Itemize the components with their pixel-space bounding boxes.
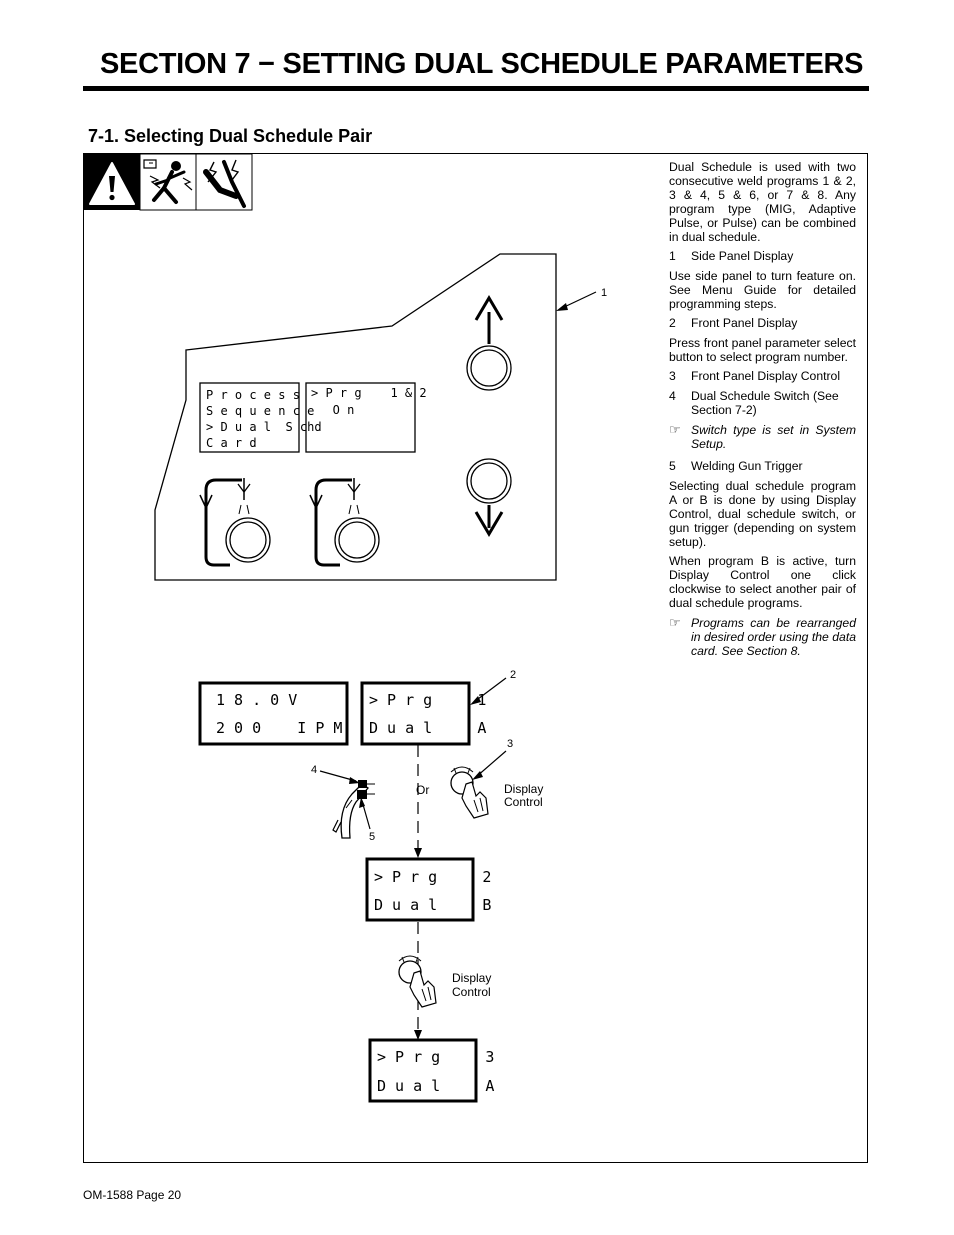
hand-icon [409, 970, 437, 1008]
item-2: 2 Front Panel Display [669, 316, 798, 330]
side-panel: P r o c e s s S e q u e n c e > D u a l … [154, 253, 607, 581]
display-control-knob-1[interactable] [450, 766, 489, 819]
side-panel-up-button[interactable] [466, 345, 512, 391]
wire-speed-display: 2 0 0 I P M [216, 719, 342, 737]
side-left-line-2: S e q u e n c e [206, 404, 314, 418]
welding-gun-icon[interactable] [332, 780, 375, 839]
item-5-text-2: When program B is active, turn Display C… [669, 554, 856, 610]
side-right-line-2: O n [311, 403, 354, 417]
safety-icons [84, 153, 253, 211]
display-control-label-1b: Control [504, 795, 543, 809]
callout-2: 2 [510, 669, 516, 681]
voltage-display: 1 8 . 0 V [216, 691, 297, 709]
display-control-label-2b: Control [452, 985, 491, 999]
pencil-note-icon: ☞ [669, 615, 681, 630]
dual-a-display: D u a l A [369, 719, 486, 737]
title-rule [83, 86, 869, 91]
page-footer: OM-1588 Page 20 [83, 1188, 182, 1202]
display-control-label-1a: Display [504, 782, 543, 796]
electric-shock-icon [143, 159, 193, 204]
program-2-display: > P r g 2 [374, 868, 491, 886]
intro-text: Dual Schedule is used with two consecuti… [669, 160, 856, 244]
warning-triangle-icon [89, 162, 135, 205]
item-5-text: Selecting dual schedule program A or B i… [669, 479, 856, 549]
side-panel-left-knob[interactable] [199, 478, 271, 567]
subsection-title: 7-1. Selecting Dual Schedule Pair [88, 126, 373, 146]
callout-4: 4 [311, 764, 317, 776]
display-control-knob-2[interactable] [398, 955, 437, 1008]
program-1-display: > P r g 1 [369, 691, 486, 709]
note-2: ☞ Programs can be rearranged in desired … [669, 615, 856, 659]
side-left-line-4: C a r d [206, 436, 257, 450]
item-4: 4 Dual Schedule Switch (See Section 7-2) [669, 389, 839, 417]
front-panel-displays: 1 8 . 0 V 2 0 0 I P M > P r g 1 D u a l … [198, 669, 543, 1103]
side-right-line-1: > P r g 1 & 2 [311, 386, 427, 400]
callout-1: 1 [601, 287, 607, 299]
item-3: 3 Front Panel Display Control [669, 369, 841, 383]
dual-b-display: D u a l B [374, 896, 491, 914]
callout-5: 5 [369, 831, 375, 843]
side-panel-down-button[interactable] [466, 458, 512, 504]
note-1: ☞ Switch type is set in System Setup. [669, 422, 856, 452]
callout-3: 3 [507, 738, 513, 750]
section-title: SECTION 7 − SETTING DUAL SCHEDULE PARAME… [100, 48, 864, 80]
side-panel-right-knob[interactable] [309, 478, 380, 567]
display-control-label-2a: Display [452, 971, 491, 985]
side-left-line-1: P r o c e s s [206, 388, 300, 402]
or-label: Or [416, 783, 429, 797]
dual-a-again-display: D u a l A [377, 1077, 494, 1095]
arrow-down-icon [474, 505, 504, 537]
item-5: 5 Welding Gun Trigger [669, 459, 803, 473]
welding-arc-icon [203, 159, 246, 208]
program-3-display: > P r g 3 [377, 1048, 494, 1066]
arrow-up-icon [474, 295, 504, 344]
item-1: 1 Side Panel Display [669, 249, 794, 263]
item-2-text: Press front panel parameter select butto… [669, 336, 856, 364]
content-frame [83, 153, 868, 1163]
description-column: Dual Schedule is used with two consecuti… [669, 160, 856, 666]
pencil-note-icon: ☞ [669, 422, 681, 437]
side-left-line-3: > D u a l S chd [206, 420, 322, 434]
hand-icon [461, 781, 489, 819]
item-1-text: Use side panel to turn feature on. See M… [669, 269, 856, 311]
